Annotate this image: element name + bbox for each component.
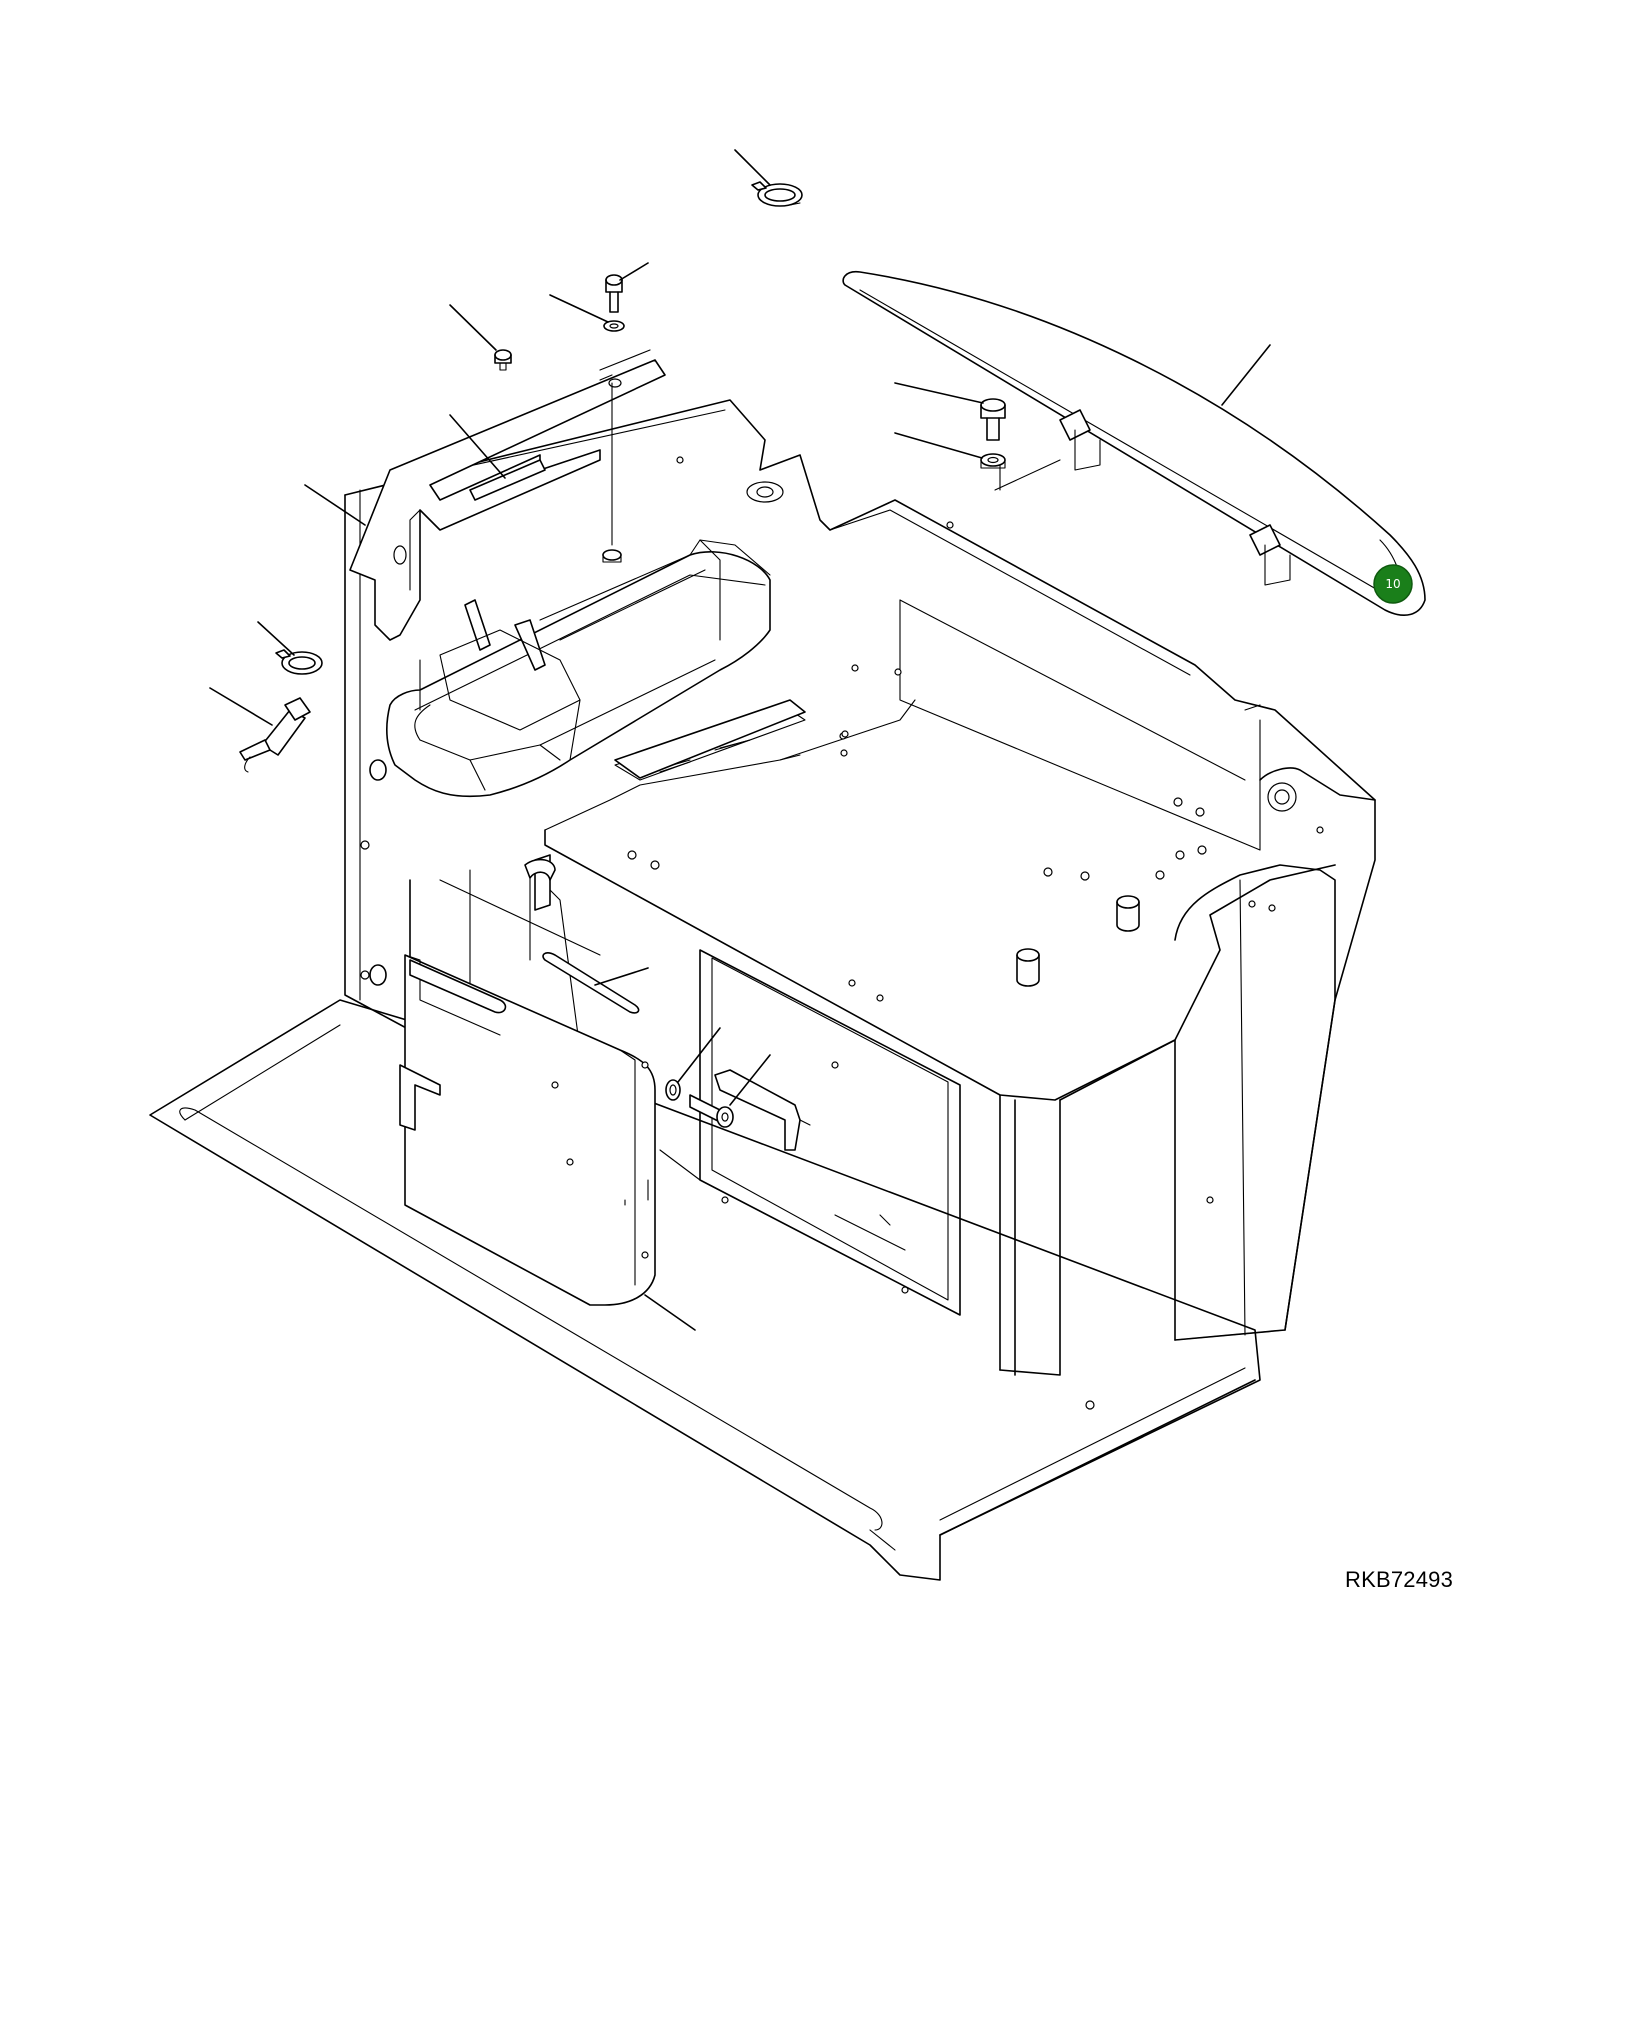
hose-clamp-left [275,649,323,675]
callout-10-label: 10 [1385,577,1400,591]
bolt-right [980,398,1006,469]
washer-front [665,1079,681,1101]
side-bracket [349,349,666,641]
bolt-upper [603,274,625,332]
hose-clamp-top [751,181,803,207]
rubber-strip [542,952,640,1014]
callout-10[interactable]: 10 [1373,564,1413,604]
wire-connector [239,697,311,773]
console-box [385,539,806,798]
cover-strip [842,270,1426,616]
leader-lines [209,149,1271,1331]
front-cover-panel [399,854,811,1306]
drawing-code: RKB72493 [1345,1567,1454,1592]
floor-plate [149,999,1261,1581]
screw-front [689,1094,734,1128]
small-screw [494,349,512,371]
seat-stand-frame [344,399,1376,1376]
